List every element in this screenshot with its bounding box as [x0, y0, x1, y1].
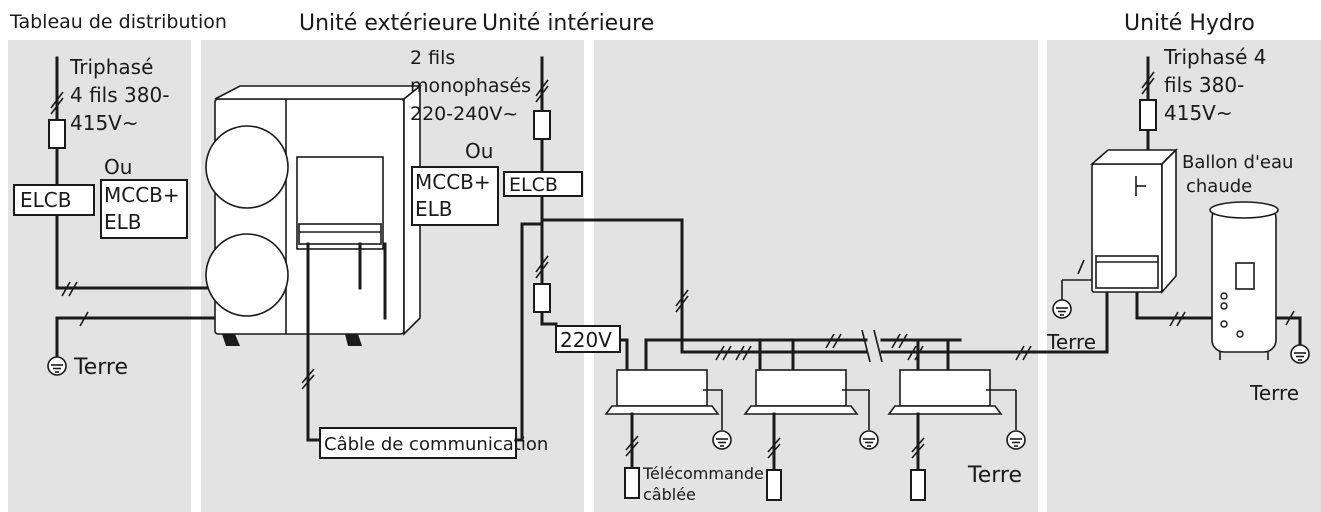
tank-label-line1: Ballon d'eau — [1182, 152, 1293, 173]
indoor-unit-3 — [887, 369, 1026, 501]
hydro-supply-line1: Triphasé 4 — [1163, 45, 1267, 69]
remote-label-line1: Télécommande — [642, 464, 764, 483]
voltage-label: 220V — [560, 328, 612, 352]
hydro-fuse — [1139, 99, 1157, 131]
distribution-supply-line3: 415V~ — [70, 111, 139, 135]
distribution-elcb-box — [13, 184, 95, 216]
title-outdoor: Unité extérieure — [299, 11, 477, 36]
indoor-unit-2 — [743, 369, 879, 501]
outdoor-terminal-block — [298, 223, 382, 245]
tank-earth-label: Terre — [1249, 381, 1299, 405]
hydro-wiring — [1052, 56, 1310, 364]
fan-icon-bottom — [205, 233, 289, 317]
hydro-supply-line2: fils 380- — [1164, 73, 1244, 97]
indoor-earth-label: Terre — [967, 463, 1022, 488]
indoor-or: Ou — [465, 139, 493, 163]
indoor-supply-line1: 2 fils — [410, 47, 455, 69]
hydro-terminal-block — [1095, 255, 1159, 289]
hot-water-tank — [1209, 201, 1279, 360]
earth-icon-tank — [1290, 344, 1310, 364]
hydro-unit — [1089, 148, 1178, 295]
outdoor-foot-right — [345, 334, 362, 346]
distribution-supply-line2: 4 fils 380- — [70, 83, 169, 107]
outdoor-foot-left — [222, 334, 240, 346]
indoor-fuse-bottom — [533, 283, 551, 313]
indoor-supply-line3: 220-240V~ — [410, 103, 518, 125]
distribution-or: Ou — [104, 155, 132, 179]
distribution-mccb-line2: ELB — [104, 210, 142, 234]
panel-indoor — [594, 40, 1038, 512]
indoor-wiring — [514, 56, 1109, 442]
earth-icon-hydro — [1052, 299, 1072, 319]
wired-remote-2 — [766, 469, 782, 501]
comm-cable-box — [319, 427, 517, 459]
panel-distribution — [8, 40, 191, 512]
remote-label-line2: câblée — [643, 485, 696, 504]
indoor-mccb-line2: ELB — [415, 197, 453, 221]
earth-icon-unit-2 — [859, 430, 879, 450]
hydro-supply-line3: 415V~ — [1164, 101, 1233, 125]
hydro-earth-label: Terre — [1046, 330, 1096, 354]
indoor-supply-line2: monophasés — [410, 75, 531, 97]
title-indoor: Unité intérieure — [482, 11, 654, 36]
outdoor-unit — [205, 84, 423, 442]
distribution-earth-label: Terre — [73, 355, 128, 380]
distribution-mccb-line1: MCCB+ — [104, 183, 180, 207]
wired-remote-1 — [624, 467, 640, 499]
indoor-mccb-box — [411, 166, 499, 226]
title-distribution: Tableau de distribution — [9, 11, 227, 33]
wired-remote-3 — [910, 469, 926, 501]
indoor-fuse-top — [533, 110, 551, 140]
voltage-box — [555, 325, 621, 353]
indoor-mccb-line1: MCCB+ — [415, 170, 491, 194]
title-hydro: Unité Hydro — [1124, 11, 1255, 36]
distribution-supply-line1: Triphasé — [69, 55, 153, 79]
indoor-unit-1 — [604, 369, 732, 499]
indoor-elcb-box — [503, 171, 583, 197]
fan-icon-top — [205, 125, 289, 209]
earth-icon-distribution — [47, 356, 67, 376]
earth-icon-unit-3 — [1006, 430, 1026, 450]
indoor-elcb-label: ELCB — [509, 174, 558, 196]
comm-cable-label: Câble de communication — [324, 434, 548, 455]
distribution-mccb-box — [100, 179, 188, 239]
distribution-elcb-label: ELCB — [20, 188, 71, 212]
tank-label-line2: chaude — [1186, 176, 1252, 197]
distribution-fuse — [48, 119, 66, 149]
earth-icon-unit-1 — [712, 430, 732, 450]
tank-display — [1235, 262, 1255, 290]
